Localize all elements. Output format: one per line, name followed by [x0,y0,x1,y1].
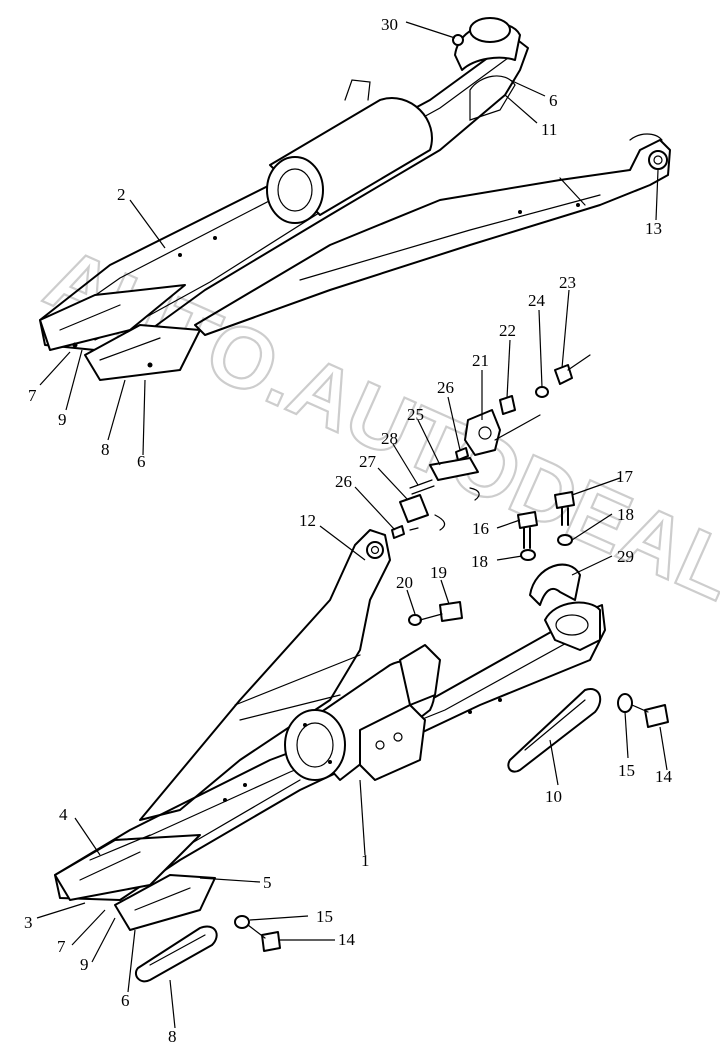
label-13: 13 [645,219,662,238]
lower-frame-assembly [54,529,669,983]
label-15-right: 15 [618,761,635,780]
label-17: 17 [616,467,634,486]
label-11: 11 [541,120,557,139]
label-6-top: 6 [549,91,558,110]
label-9-top: 9 [58,410,67,429]
label-9-bottom: 9 [80,955,89,974]
label-22: 22 [499,321,516,340]
small-parts-group [391,354,591,626]
label-14-bottom: 14 [338,930,356,949]
label-8-bottom: 8 [168,1027,177,1046]
label-12: 12 [299,511,316,530]
label-8-top: 8 [101,440,110,459]
label-19: 19 [430,563,447,582]
label-7-top: 7 [28,386,37,405]
label-27: 27 [359,452,377,471]
label-25: 25 [407,405,424,424]
label-10: 10 [545,787,562,806]
label-6-mid: 6 [137,452,146,471]
label-21: 21 [472,351,489,370]
label-5: 5 [263,873,272,892]
label-20: 20 [396,573,413,592]
label-7-bottom: 7 [57,937,66,956]
label-4: 4 [59,805,68,824]
label-14-right: 14 [655,767,673,786]
label-26-bottom: 26 [335,472,352,491]
label-26-top: 26 [437,378,454,397]
label-16: 16 [472,519,489,538]
leader-lines [36,21,668,1029]
upper-frame-assembly [39,17,671,381]
label-2: 2 [117,185,126,204]
label-24: 24 [528,291,546,310]
label-30: 30 [381,15,398,34]
label-1: 1 [361,851,370,870]
label-6-bottom: 6 [121,991,130,1010]
label-18-left: 18 [471,552,488,571]
label-28: 28 [381,429,398,448]
label-3: 3 [24,913,33,932]
label-29: 29 [617,547,634,566]
label-23: 23 [559,273,576,292]
label-18-right: 18 [617,505,634,524]
label-15-bottom: 15 [316,907,333,926]
part-labels: 30 6 11 2 13 7 9 8 6 23 24 22 21 26 25 2… [24,15,673,1046]
